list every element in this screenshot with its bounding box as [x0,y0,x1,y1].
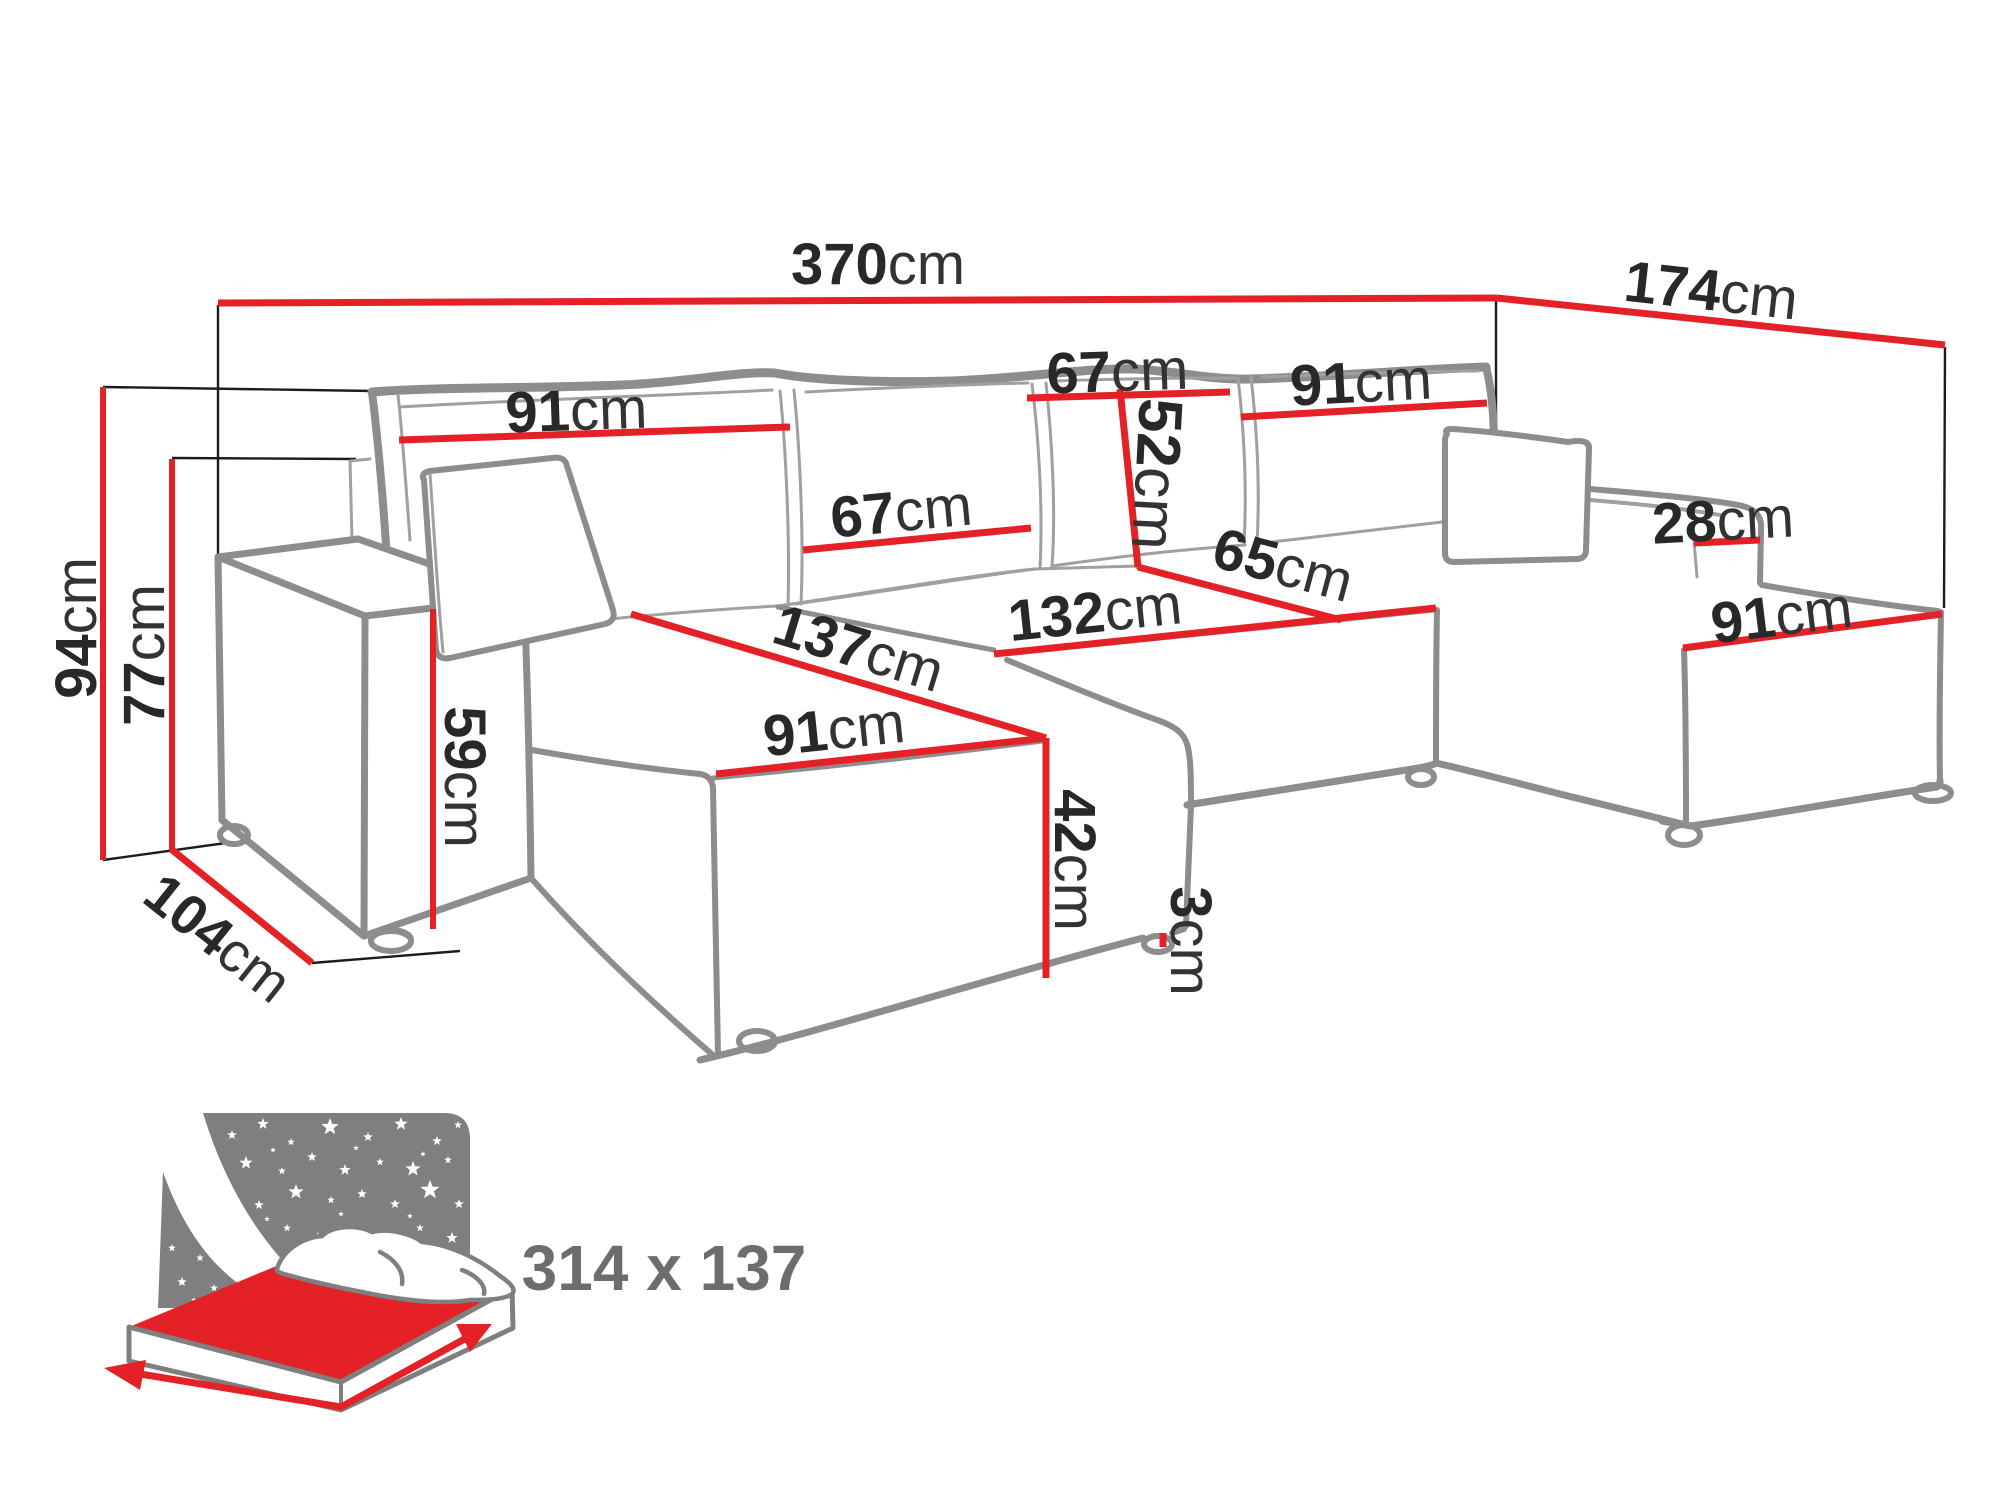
svg-text:370cm: 370cm [791,232,965,297]
svg-text:77cm: 77cm [112,584,177,726]
svg-text:3cm: 3cm [1158,886,1223,996]
svg-text:42cm: 42cm [1042,789,1107,931]
svg-text:59cm: 59cm [432,706,497,848]
svg-text:65cm: 65cm [1206,515,1360,614]
svg-text:67cm: 67cm [1045,337,1189,407]
svg-text:314 x 137: 314 x 137 [522,1232,807,1304]
svg-text:91cm: 91cm [760,690,908,769]
svg-text:67cm: 67cm [827,472,974,550]
svg-text:94cm: 94cm [44,557,109,699]
svg-text:174cm: 174cm [1621,249,1801,333]
svg-text:91cm: 91cm [504,376,648,446]
svg-text:28cm: 28cm [1650,484,1795,556]
svg-text:52cm: 52cm [1118,397,1195,552]
svg-text:91cm: 91cm [1288,346,1433,418]
svg-text:91cm: 91cm [1707,575,1856,657]
svg-text:132cm: 132cm [1005,571,1185,654]
